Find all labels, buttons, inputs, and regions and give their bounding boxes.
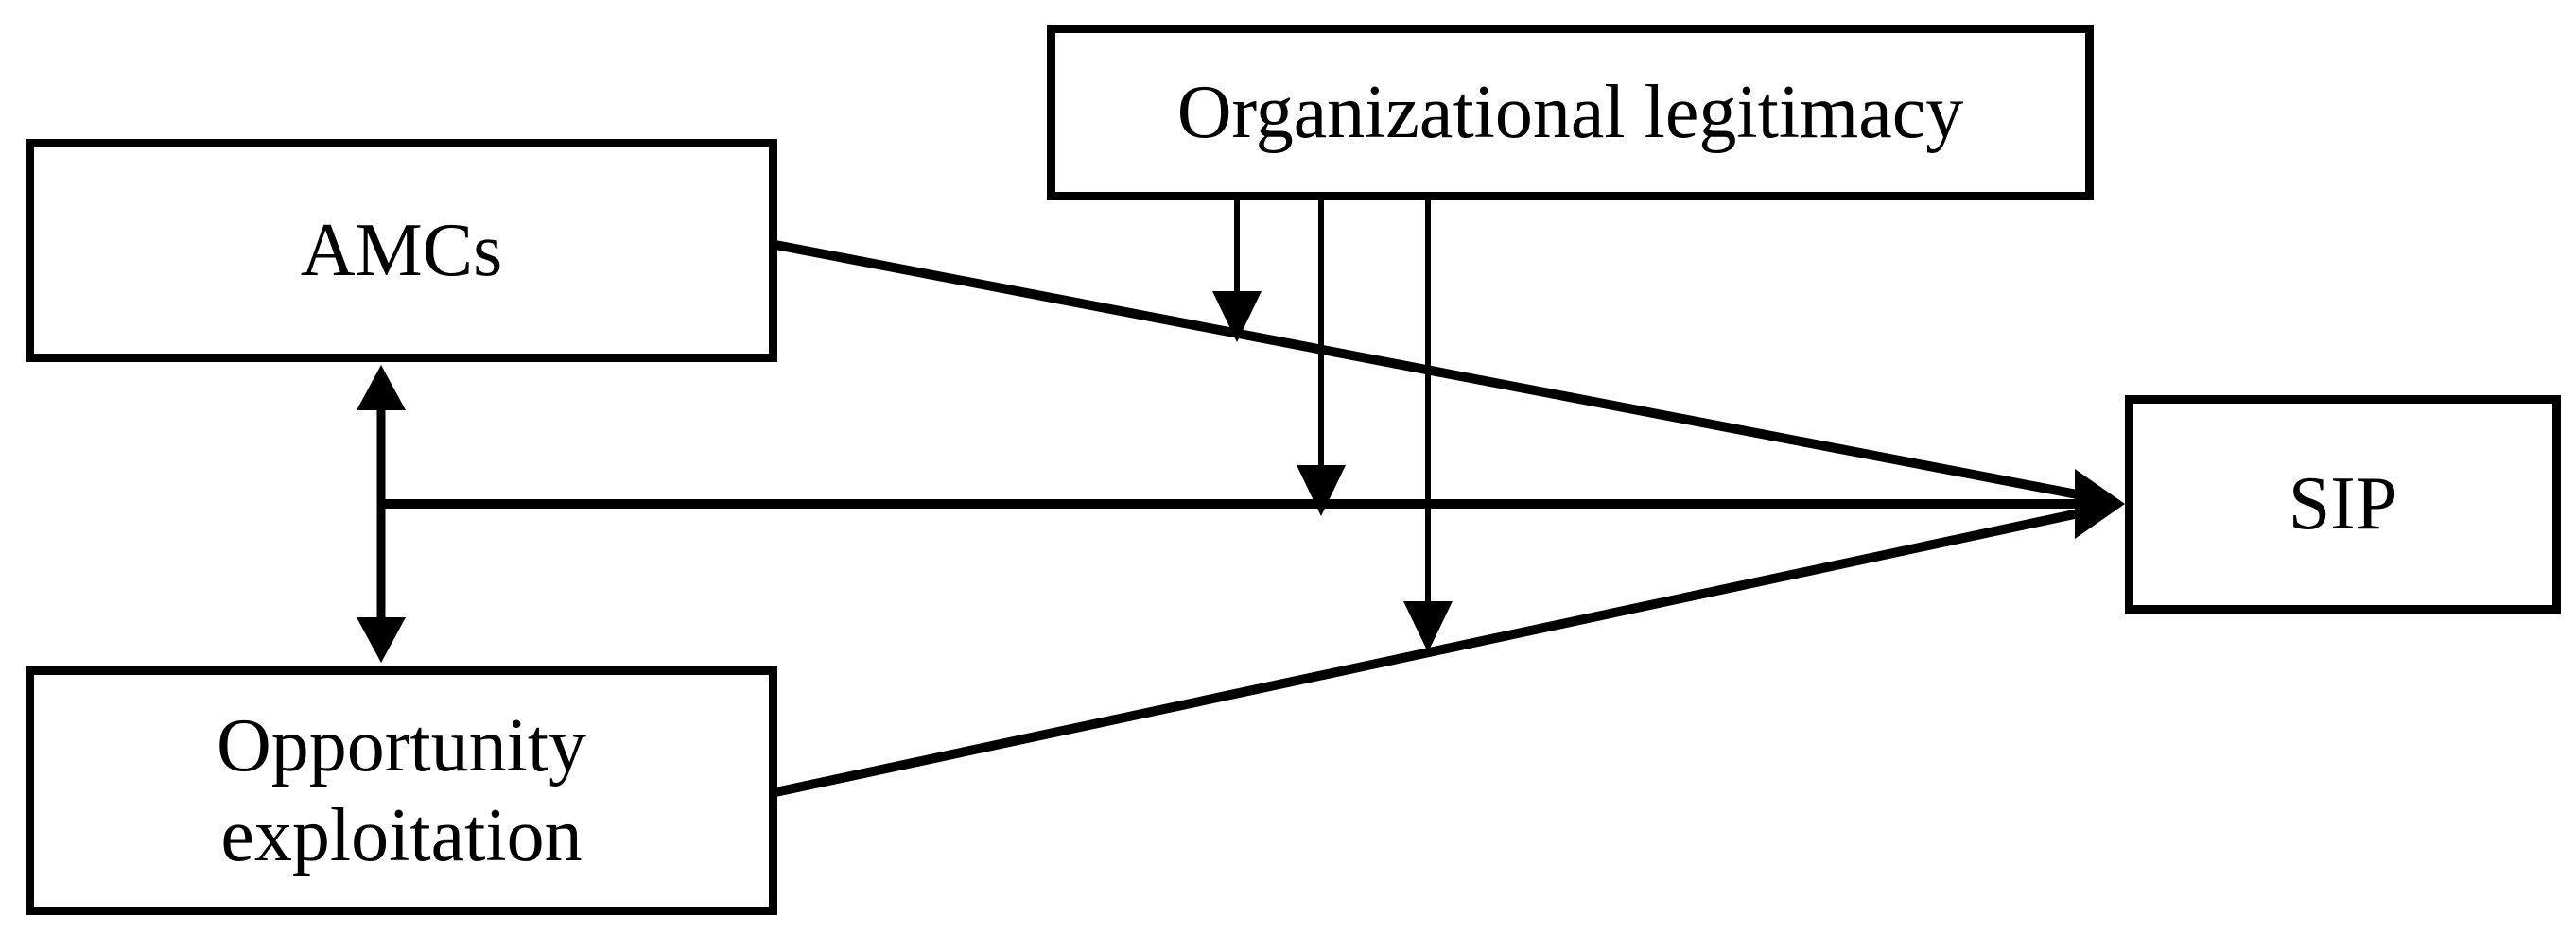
moderation-arrow-3-head: [1403, 601, 1453, 652]
arrowhead-into-sip: [2075, 469, 2125, 539]
node-sip-label: SIP: [2288, 462, 2398, 546]
arrowhead-up-to-amcs: [357, 365, 406, 410]
node-opportunity-exploitation: Opportunity exploitation: [26, 666, 777, 915]
edge-opportunity-to-sip: [774, 506, 2094, 797]
node-organizational-legitimacy-label: Organizational legitimacy: [1176, 70, 1964, 154]
edge-amcs-to-sip: [775, 240, 2093, 502]
node-sip: SIP: [2125, 395, 2561, 614]
node-amcs: AMCs: [26, 139, 777, 362]
node-organizational-legitimacy: Organizational legitimacy: [1047, 25, 2094, 200]
moderation-arrow-1-head: [1212, 291, 1262, 342]
moderation-arrow-2-head: [1297, 465, 1346, 516]
arrowhead-down-to-opportunity: [357, 617, 406, 663]
node-amcs-label: AMCs: [300, 208, 503, 292]
node-opportunity-exploitation-label: Opportunity exploitation: [216, 704, 587, 877]
